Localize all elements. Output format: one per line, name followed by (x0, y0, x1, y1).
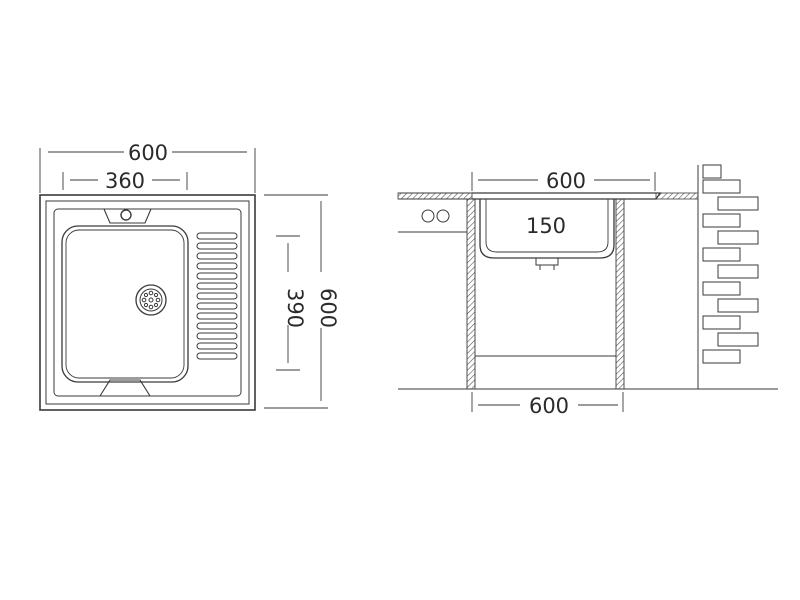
brick (717, 230, 759, 245)
brick (702, 315, 741, 330)
brick (702, 349, 741, 364)
drainboard-rib (196, 302, 238, 310)
cabinet-wall-left (466, 198, 476, 390)
side-view: 600 150 600 (397, 164, 778, 418)
bowl-outer (61, 225, 189, 383)
top-view: 600 360 390 600 (39, 141, 340, 411)
sink-rim-outline (45, 200, 250, 405)
dim-bowl-length: 390 (276, 235, 307, 371)
dim-overall-length: 600 (264, 194, 340, 409)
brick (702, 179, 741, 194)
brick (702, 281, 741, 296)
knob-icon (421, 209, 435, 223)
dim-cabinet-width: 600 (471, 392, 624, 418)
dim-overall-width-label: 600 (128, 141, 168, 165)
faucet-mount (103, 208, 152, 224)
brick (702, 164, 722, 179)
bottom-lip (99, 379, 151, 397)
countertop-right-hatch (655, 192, 699, 200)
brick (717, 264, 759, 279)
drain-outlet (535, 257, 559, 266)
drainboard-rib (196, 272, 238, 280)
dim-bowl-length-label: 390 (283, 288, 307, 328)
drainboard-rib (196, 312, 238, 320)
drainboard-rib (196, 322, 238, 330)
drainboard-rib (196, 252, 238, 260)
brick (717, 298, 759, 313)
drainboard-ribs (196, 232, 238, 360)
brick-wall (702, 164, 759, 364)
dim-side-top-width-label: 600 (546, 169, 586, 193)
drainboard-rib (196, 332, 238, 340)
sink-outer-outline (39, 194, 256, 411)
brick (702, 247, 741, 262)
drain-icon (135, 284, 167, 316)
brick (717, 196, 759, 211)
dim-overall-width: 600 (39, 141, 256, 193)
sink-flange (472, 192, 662, 200)
dim-bowl-depth-label: 150 (526, 214, 566, 238)
bowl-section-inner (485, 199, 609, 253)
brick (717, 332, 759, 347)
drainboard-rib (196, 352, 238, 360)
brick (702, 213, 741, 228)
drainboard-rib (196, 342, 238, 350)
dim-overall-length-label: 600 (316, 288, 340, 328)
dim-side-top-width: 600 (471, 169, 656, 193)
knob-icon (436, 209, 450, 223)
drainboard-rib (196, 242, 238, 250)
dim-bowl-width: 360 (62, 169, 188, 193)
drainboard-rib (196, 262, 238, 270)
faucet-hole-icon (120, 209, 132, 221)
countertop-left-hatch (397, 192, 473, 200)
drainboard-rib (196, 232, 238, 240)
dim-cabinet-width-label: 600 (529, 394, 569, 418)
drainboard-rib (196, 292, 238, 300)
cabinet-wall-right (615, 198, 625, 390)
drainboard-rib (196, 282, 238, 290)
bowl-inner (65, 229, 185, 379)
dim-bowl-width-label: 360 (105, 169, 145, 193)
sink-deck-outline (53, 208, 242, 397)
